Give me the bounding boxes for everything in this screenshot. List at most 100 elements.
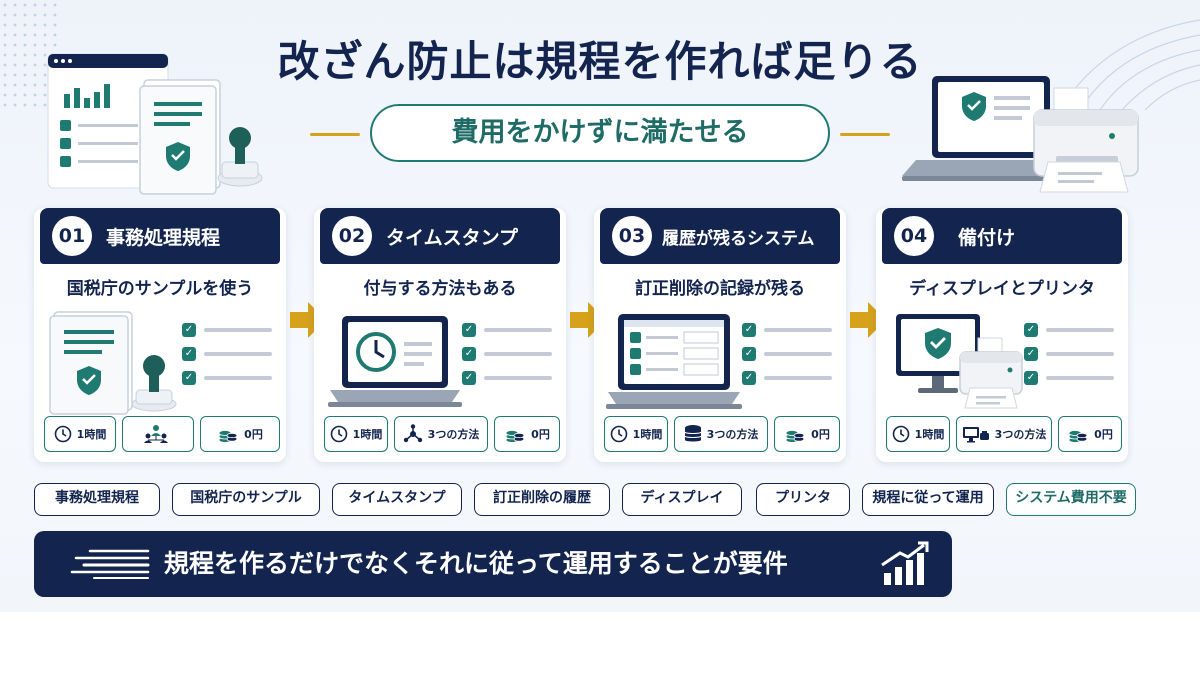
document-stamp-icon (49, 311, 177, 415)
clock-icon (892, 425, 909, 443)
clock-icon (610, 425, 627, 443)
laptop-clock-icon (328, 316, 462, 407)
keyword-tag: 規程に従って運用 (862, 483, 994, 516)
card-subtitle: 付与する方法もある (363, 279, 517, 299)
people-network-icon (143, 425, 168, 443)
monitor-printer-small-icon (962, 427, 989, 443)
coins-icon (218, 430, 238, 443)
check-icon: ✓ (182, 371, 196, 385)
database-icon (684, 425, 702, 442)
check-icon: ✓ (462, 371, 476, 385)
card-subtitle: 訂正削除の記録が残る (635, 279, 805, 299)
keyword-tag: プリンタ (756, 483, 850, 516)
chip-cost: 0円 (200, 416, 280, 452)
keyword-tag: 訂正削除の履歴 (474, 483, 610, 516)
check-icon: ✓ (1024, 347, 1038, 361)
keyword-tag-highlight: システム費用不要 (1006, 483, 1136, 516)
card-chips: 1時間 3つの方法 0円 (604, 416, 840, 454)
card-chips: 1時間 3つの方法 0円 (886, 416, 1122, 454)
chip-label: 1時間 (352, 428, 383, 441)
check-icon: ✓ (462, 323, 476, 337)
chip-cost: 0円 (494, 416, 560, 452)
coins-icon (785, 430, 805, 443)
checklist: ✓ ✓ ✓ (742, 318, 837, 390)
checklist: ✓ ✓ ✓ (462, 318, 557, 390)
step-card-03: 03 履歴が残るシステム 訂正削除の記録が残る ✓ ✓ ✓ 1時間 (594, 208, 846, 462)
check-icon: ✓ (1024, 323, 1038, 337)
chip-label: 3つの方法 (706, 428, 759, 441)
card-title: 履歴が残るシステム (662, 228, 815, 249)
card-header: 03 履歴が残るシステム (600, 208, 840, 264)
chip-label: 3つの方法 (994, 428, 1047, 441)
card-number-badge: 01 (52, 216, 92, 256)
dashboard-document-stamp-icon (47, 53, 263, 195)
keyword-tag: タイムスタンプ (332, 483, 462, 516)
chip-cost: 0円 (1058, 416, 1122, 452)
chip-time: 1時間 (886, 416, 950, 452)
card-header: 04 備付け (882, 208, 1122, 264)
check-icon: ✓ (742, 347, 756, 361)
summary-banner: 規程を作るだけでなくそれに従って運用することが要件 (34, 531, 952, 597)
check-icon: ✓ (742, 371, 756, 385)
clock-icon (54, 425, 71, 443)
card-number-badge: 02 (332, 216, 372, 256)
card-chips: 1時間 0円 (44, 416, 280, 454)
coins-icon (1068, 430, 1088, 443)
card-title: 備付け (958, 226, 1016, 249)
keyword-tag: 国税庁のサンプル (172, 483, 320, 516)
monitor-printer-icon (896, 314, 1023, 409)
keyword-tag: ディスプレイ (622, 483, 742, 516)
chip-label: 1時間 (632, 428, 663, 441)
card-title: タイムスタンプ (386, 226, 519, 249)
card-number-badge: 03 (612, 216, 652, 256)
chip-method: 3つの方法 (956, 416, 1052, 452)
chip-method (122, 416, 194, 452)
chip-cost: 0円 (774, 416, 840, 452)
keyword-tags: 事務処理規程 国税庁のサンプル タイムスタンプ 訂正削除の履歴 ディスプレイ プ… (34, 483, 1144, 517)
chip-label: 0円 (811, 428, 830, 441)
chip-label: 0円 (1094, 428, 1113, 441)
step-card-02: 02 タイムスタンプ 付与する方法もある ✓ ✓ ✓ 1時間 (314, 208, 566, 462)
card-header: 02 タイムスタンプ (320, 208, 560, 264)
card-chips: 1時間 3つの方法 0円 (324, 416, 560, 454)
step-card-01: 01 事務処理規程 国税庁のサンプルを使う ✓ ✓ ✓ 1時間 (34, 208, 286, 462)
growth-chart-icon (881, 541, 929, 585)
step-card-04: 04 備付け ディスプレイとプリンタ ✓ ✓ ✓ 1時間 (876, 208, 1128, 462)
page-title: 改ざん防止は規程を作れば足りる (277, 37, 923, 86)
speed-lines-icon (70, 549, 150, 579)
check-icon: ✓ (182, 323, 196, 337)
checklist: ✓ ✓ ✓ (182, 318, 277, 390)
card-subtitle: ディスプレイとプリンタ (909, 279, 1095, 299)
chip-label: 1時間 (76, 428, 107, 441)
card-title: 事務処理規程 (106, 226, 221, 249)
coins-icon (505, 430, 525, 443)
subtitle-line-right (840, 133, 890, 136)
chip-method: 3つの方法 (394, 416, 488, 452)
check-icon: ✓ (742, 323, 756, 337)
clock-icon (330, 425, 347, 443)
check-icon: ✓ (1024, 371, 1038, 385)
card-subtitle: 国税庁のサンプルを使う (66, 279, 254, 299)
chip-label: 0円 (244, 428, 263, 441)
chip-time: 1時間 (604, 416, 668, 452)
laptop-printer-icon (902, 76, 1139, 193)
chip-label: 1時間 (914, 428, 945, 441)
chip-label: 3つの方法 (427, 428, 480, 441)
card-header: 01 事務処理規程 (40, 208, 280, 264)
chip-time: 1時間 (324, 416, 388, 452)
card-number-badge: 04 (894, 216, 934, 256)
check-icon: ✓ (182, 347, 196, 361)
chip-time: 1時間 (44, 416, 116, 452)
checklist: ✓ ✓ ✓ (1024, 318, 1119, 390)
laptop-checklist-icon (606, 314, 742, 409)
network-icon (403, 424, 422, 443)
keyword-tag: 事務処理規程 (34, 483, 160, 516)
infographic-canvas: 改ざん防止は規程を作れば足りる 費用をかけずに満たせる 01 事務処理規程 国税… (0, 0, 1200, 612)
banner-text: 規程を作るだけでなくそれに従って運用することが要件 (164, 549, 788, 578)
subtitle-block: 費用をかけずに満たせる (310, 104, 890, 162)
page-subtitle: 費用をかけずに満たせる (370, 104, 830, 162)
check-icon: ✓ (462, 347, 476, 361)
chip-label: 0円 (531, 428, 550, 441)
chip-method: 3つの方法 (674, 416, 768, 452)
subtitle-line-left (310, 133, 360, 136)
